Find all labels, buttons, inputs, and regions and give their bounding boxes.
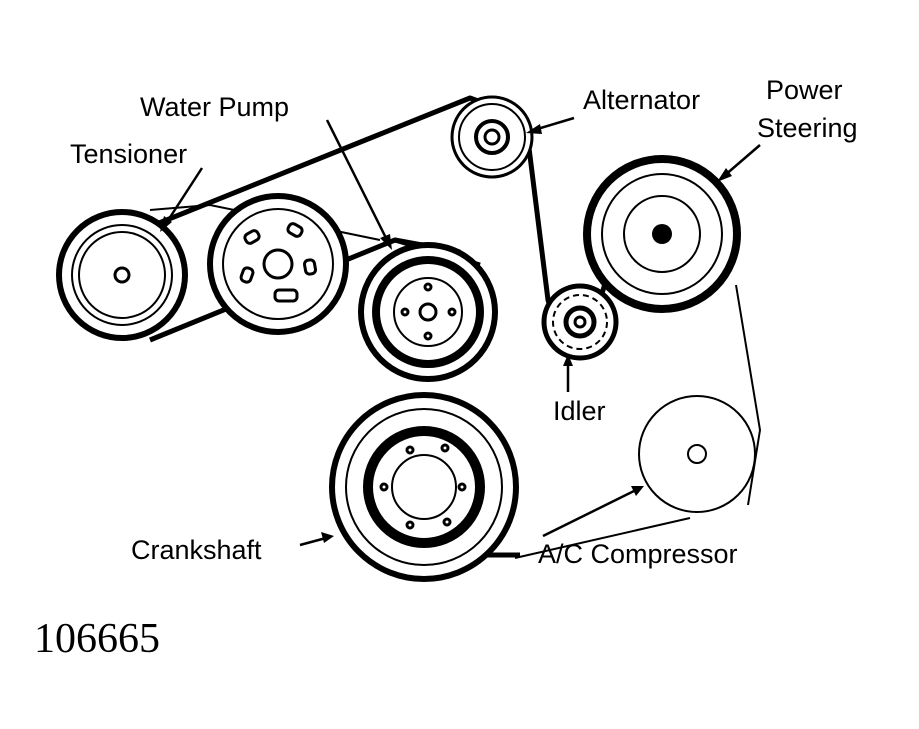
water-pump-label: Water Pump: [140, 92, 289, 122]
figure-id: 106665: [34, 616, 160, 662]
ac-compressor-pulley: [638, 395, 756, 513]
idler-pulley: [541, 283, 619, 361]
alternator-pulley: [450, 95, 534, 179]
water-pump-hub-pulley: [358, 242, 498, 382]
power-steering-label-line1: Power: [766, 75, 843, 105]
tensioner-pulley: [56, 209, 188, 341]
alternator-label: Alternator: [583, 85, 700, 115]
water-pump-pulley: [207, 193, 349, 335]
crankshaft-pulley: [329, 392, 519, 582]
tensioner-label: Tensioner: [70, 139, 187, 169]
crankshaft-label: Crankshaft: [131, 535, 262, 565]
power-steering-pulley: [583, 155, 741, 313]
idler-label: Idler: [553, 396, 606, 426]
power-steering-label-line2: Steering: [757, 113, 858, 143]
leader-lines: [160, 116, 761, 547]
ac-compressor-label: A/C Compressor: [538, 539, 738, 569]
